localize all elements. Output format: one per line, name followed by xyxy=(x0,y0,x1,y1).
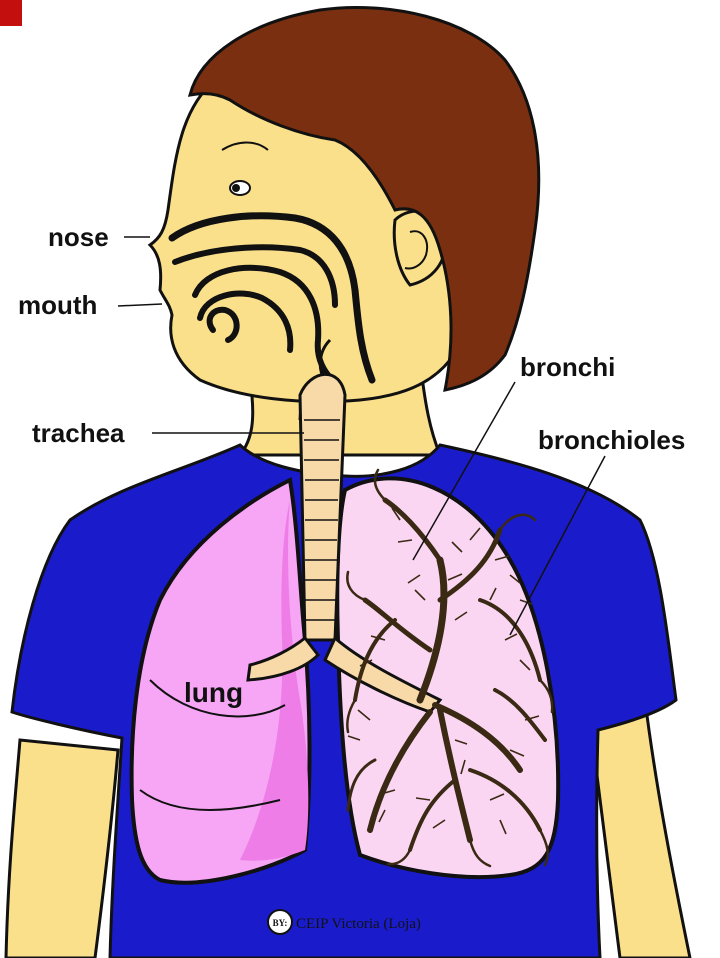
pupil xyxy=(232,184,240,192)
label-bronchioles: bronchioles xyxy=(538,425,685,455)
label-lung: lung xyxy=(184,677,243,708)
label-mouth: mouth xyxy=(18,290,97,320)
credit-text: CEIP Victoria (Loja) xyxy=(296,916,421,932)
left-arm-skin xyxy=(6,740,118,958)
right-arm-skin xyxy=(590,700,690,958)
mouth-leader xyxy=(118,304,162,306)
label-nose: nose xyxy=(48,222,109,252)
cc-badge-text: BY: xyxy=(273,918,288,928)
label-bronchi: bronchi xyxy=(520,352,615,382)
label-trachea: trachea xyxy=(32,418,125,448)
corner-mark xyxy=(0,0,22,26)
